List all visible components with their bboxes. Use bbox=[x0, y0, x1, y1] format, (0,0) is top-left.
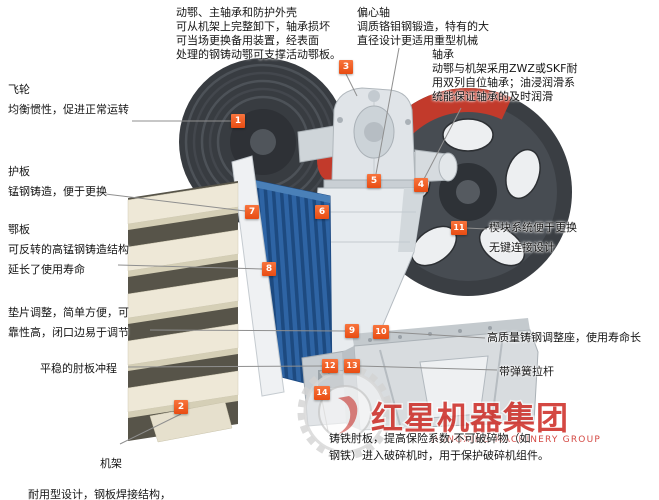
gear-logo-icon bbox=[297, 364, 393, 460]
annotation-shim-adjustment: 垫片调整，简单方便，可 靠性高，闭口边易于调节 bbox=[8, 306, 129, 339]
stand-stack bbox=[127, 181, 239, 443]
marker-5: 5 bbox=[367, 174, 381, 188]
brand-text: 红星机器集团 bbox=[371, 399, 569, 437]
marker-11: 11 bbox=[451, 221, 467, 235]
brand-subtitle: HONGXING MACHINERY GROUP bbox=[431, 435, 601, 445]
annotation-cheek-plate: 护板 锰钢铸造，便于更换 bbox=[8, 165, 107, 198]
marker-4: 4 bbox=[414, 178, 428, 192]
marker-12: 12 bbox=[322, 359, 338, 373]
marker-10: 10 bbox=[373, 325, 389, 339]
marker-13: 13 bbox=[344, 359, 360, 373]
annotation-bearing: 轴承 动鄂与机架采用ZWZ或SKF耐 用双列自位轴承；油浸润滑系 统能保证轴承的… bbox=[432, 48, 578, 103]
watermark: 红星机器集团 HONGXING MACHINERY GROUP bbox=[297, 364, 601, 460]
marker-1: 1 bbox=[231, 114, 245, 128]
annotation-eccentric-shaft: 偏心轴 调质铬钼钢锻造，特有的大 直径设计更适用重型机械 bbox=[357, 6, 489, 47]
marker-2: 2 bbox=[174, 400, 188, 414]
annotation-toggle-plate: 铸铁肘板，提高保险系数,不可破碎物（如 钢铁）进入破碎机时，用于保护破碎机组件。 bbox=[329, 432, 549, 462]
annotation-frame-body: 耐用型设计，钢板焊接结构， CO₂保护电弧焊接，装配后 去应力处理 bbox=[28, 488, 171, 500]
annotation-frame: 机架 耐用型设计，钢板焊接结构， CO₂保护电弧焊接，装配后 去应力处理 bbox=[28, 440, 171, 500]
marker-6: 6 bbox=[315, 205, 329, 219]
annotation-toggle-stroke: 平稳的肘板冲程 bbox=[40, 362, 117, 375]
annotation-adjust-seat: 高质量铸钢调整座，使用寿命长 bbox=[487, 331, 641, 344]
drive-shaft bbox=[297, 125, 337, 163]
annotation-flywheel: 飞轮 均衡惯性，促进正常运转 bbox=[8, 83, 129, 116]
annotation-spring-rod: 带弹簧拉杆 bbox=[499, 365, 554, 378]
marker-8: 8 bbox=[262, 262, 276, 276]
marker-14: 14 bbox=[314, 386, 330, 400]
leader-lines bbox=[96, 47, 498, 445]
marker-7: 7 bbox=[245, 205, 259, 219]
annotation-jaw-plate: 鄂板 可反转的高锰钢铸造结构 延长了使用寿命 bbox=[8, 223, 129, 276]
red-guard-ring bbox=[367, 87, 512, 172]
annotation-moving-jaw: 动鄂、主轴承和防护外壳 可从机架上完整卸下，轴承损坏 可当场更换备用装置，经表面… bbox=[176, 6, 341, 61]
annotation-frame-title: 机架 bbox=[100, 457, 122, 470]
marker-3: 3 bbox=[339, 60, 353, 74]
annotation-wedge-system: 楔块系统便于更换 无键连接设计 bbox=[489, 221, 577, 254]
marker-9: 9 bbox=[345, 324, 359, 338]
